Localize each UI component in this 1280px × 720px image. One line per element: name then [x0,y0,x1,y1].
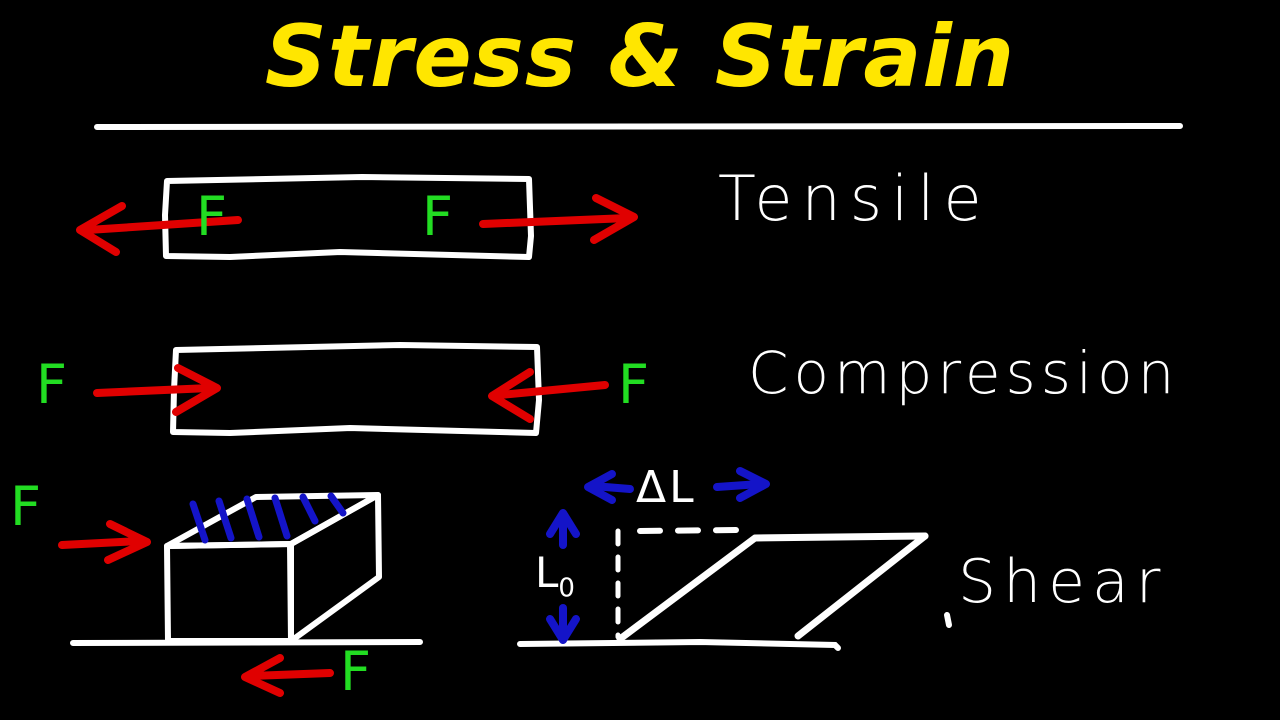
shear-block-hatching [189,492,347,544]
tensile-arrow-left [76,202,242,256]
compression-arrow-left [93,364,221,416]
force-label-compression-right: F [618,353,650,416]
shear-arrow-top [58,520,151,564]
force-label-tensile-left: F [196,185,228,248]
tensile-arrow-right [479,194,638,244]
shear-deformation-diagram [517,467,952,651]
deformation-ground-line [517,638,841,651]
section-label-shear: Shear [958,547,1168,617]
title-underline [94,123,1183,130]
compression-bar-outline [170,342,542,436]
shear-block-right-face [288,492,382,644]
delta-length-arrow-left [584,470,634,504]
force-label-tensile-right: F [422,185,454,248]
delta-length-arrow-right [713,467,770,502]
tensile-diagram [76,174,638,260]
shear-block-diagram [58,492,423,697]
compression-arrow-right [488,368,609,423]
section-label-tensile: Tensile [718,162,991,235]
reference-line-horizontal [637,527,745,534]
compression-diagram [93,342,609,436]
original-length-letter: L [535,548,559,597]
shear-arrow-bottom [241,654,334,697]
tensile-bar-outline [162,174,534,260]
deformed-shape-top-edge [616,532,929,643]
section-label-compression: Compression [748,339,1180,407]
original-length-arrow-up [546,509,580,549]
force-label-shear-bottom: F [340,640,372,703]
force-label-compression-left: F [36,353,68,416]
deformation-tick-mark [944,612,952,628]
original-length-label: L0 [535,552,575,604]
deformed-shape-right-edge [794,532,929,640]
page-title: Stress & Strain [264,7,1016,107]
shear-block-front-face [164,541,294,644]
force-label-shear-top: F [10,475,42,538]
original-length-subscript: 0 [558,573,575,604]
original-length-arrow-down [546,604,580,644]
delta-length-label: ΔL [636,462,697,513]
